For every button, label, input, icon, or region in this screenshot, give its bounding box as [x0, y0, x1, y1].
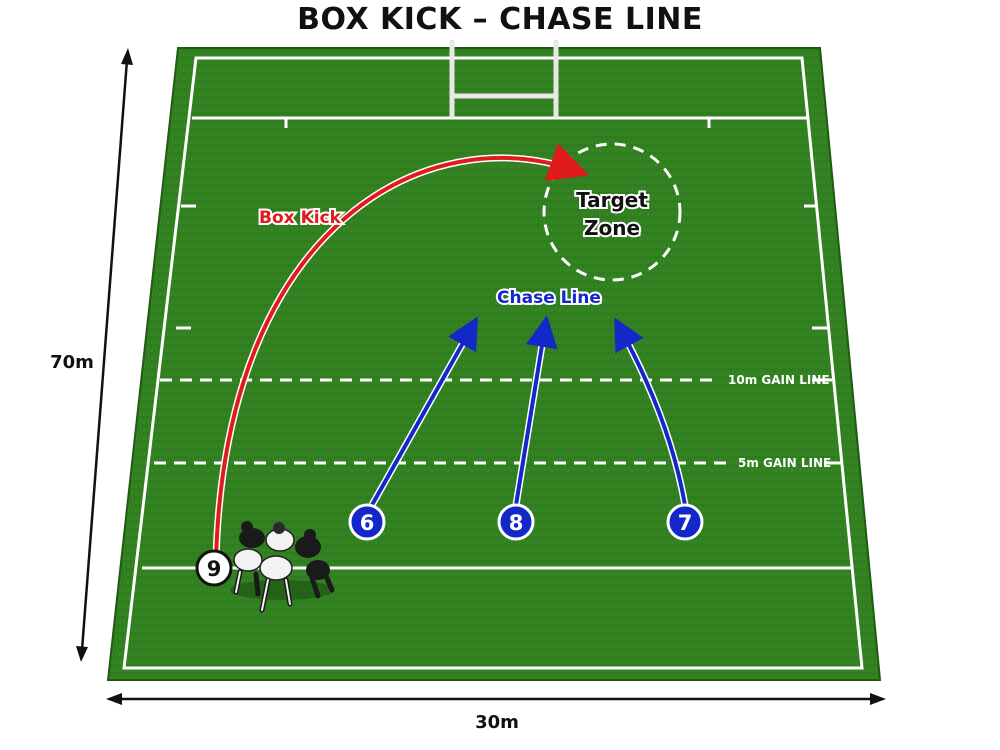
chase-line-label: Chase Line: [497, 288, 601, 308]
player-number-7: 7: [678, 511, 693, 535]
player-marker-6: 6: [348, 503, 386, 541]
gain-line-10m-label: 10m GAIN LINE: [728, 373, 830, 387]
chase-arrow-6: [370, 316, 478, 506]
chase-arrow-8: [514, 315, 558, 506]
height-label: 70m: [50, 352, 94, 373]
target-zone: [542, 142, 682, 282]
box-kick-label: Box Kick: [259, 208, 342, 228]
player-marker-8: 8: [497, 503, 535, 541]
diagram-title: BOX KICK – CHASE LINE: [297, 2, 703, 37]
player-marker-7: 7: [666, 503, 704, 541]
height-dimension: [76, 48, 133, 662]
scrum-players-icon: [230, 521, 335, 613]
pitch-surface: [106, 47, 882, 681]
gain-line-5m-label: 5m GAIN LINE: [738, 456, 831, 470]
goal-posts-icon: [449, 39, 559, 119]
player-number-8: 8: [509, 511, 524, 535]
width-dimension: [106, 693, 886, 705]
target-zone-label-line1: Target: [576, 188, 648, 212]
chase-arrows: [368, 315, 689, 507]
player-number-9: 9: [207, 557, 222, 581]
chase-arrow-7: [614, 317, 687, 506]
player-number-6: 6: [360, 511, 375, 535]
target-zone-label-line2: Zone: [584, 216, 640, 240]
width-label: 30m: [475, 712, 519, 733]
player-marker-9: 9: [195, 549, 233, 587]
box-kick-arrow: [214, 143, 590, 561]
